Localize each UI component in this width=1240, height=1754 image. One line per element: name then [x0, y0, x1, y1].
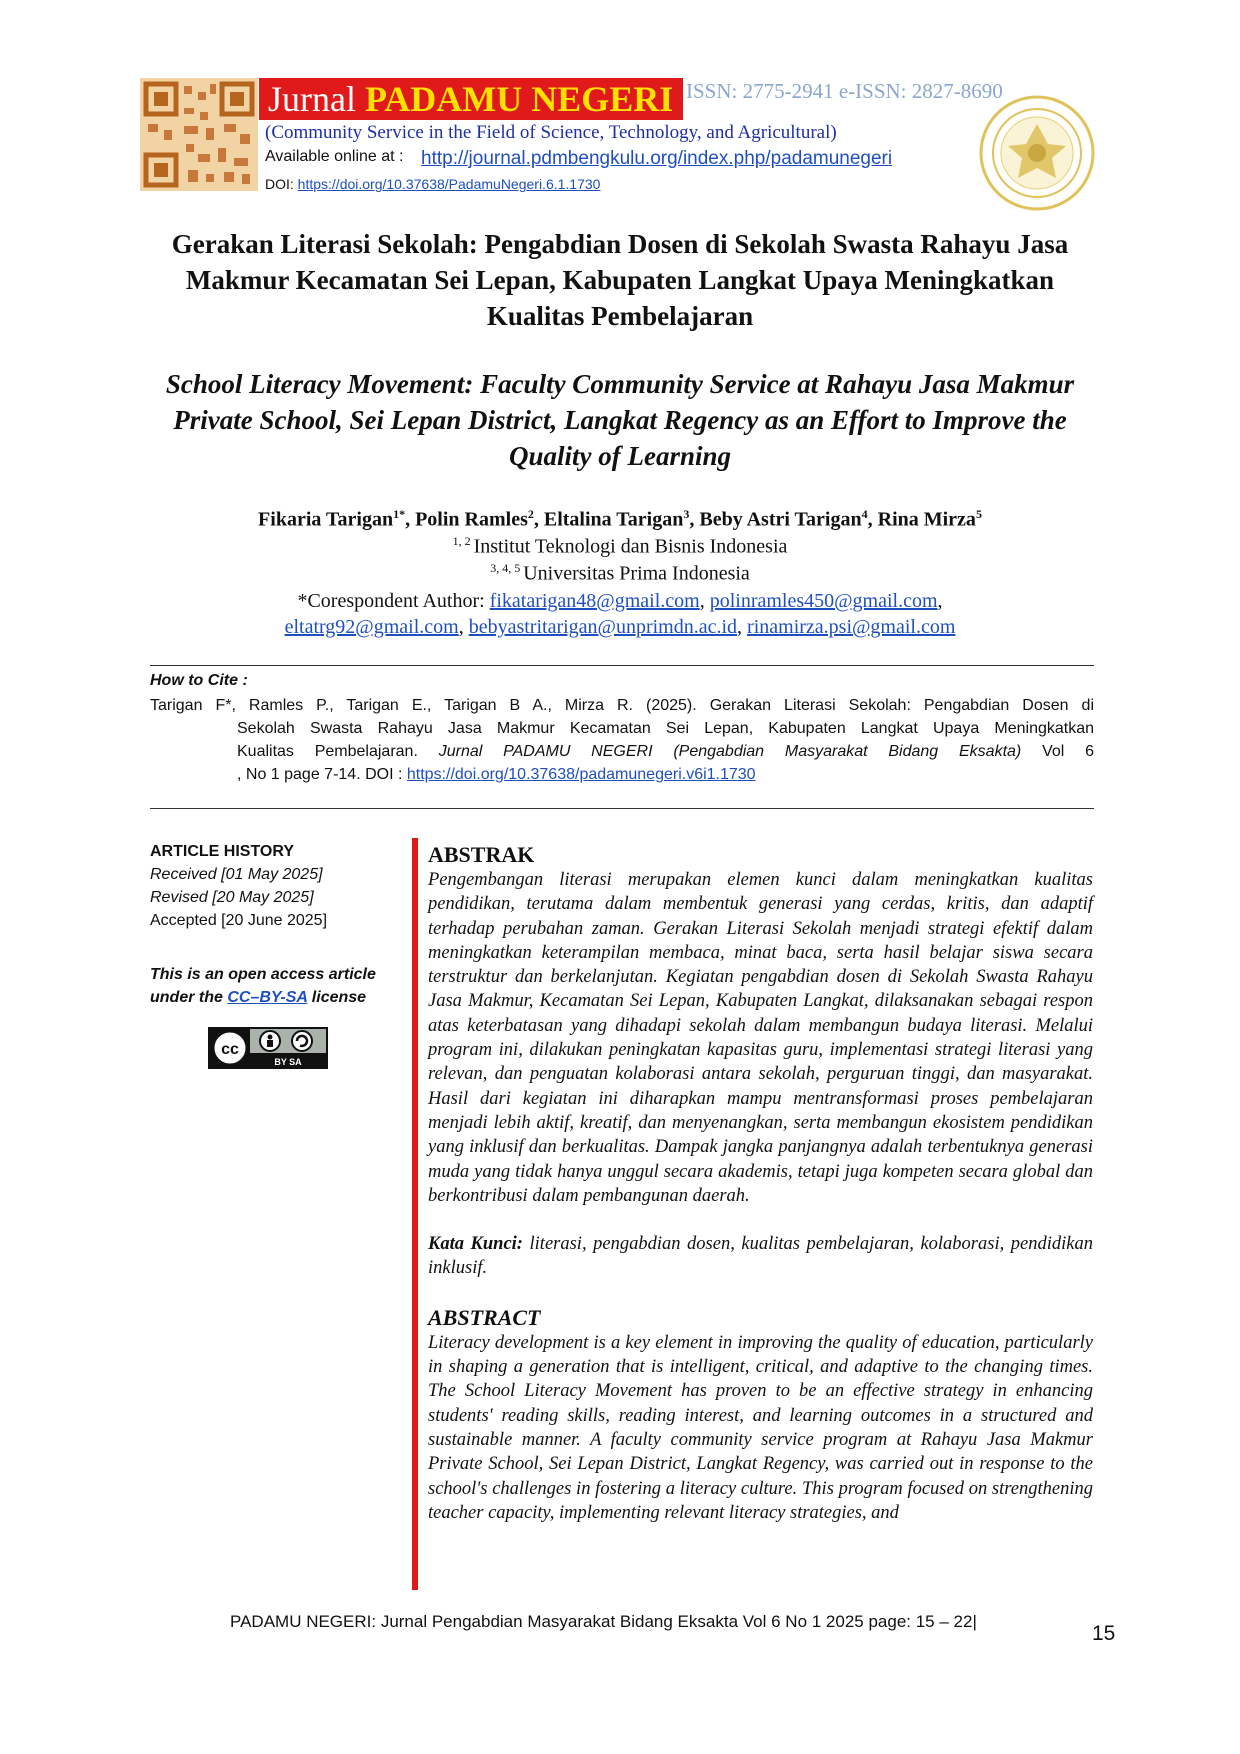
how-to-cite-heading: How to Cite : [150, 672, 248, 689]
abstract-heading: ABSTRACT [428, 1304, 541, 1330]
revised-date: Revised [20 May 2025] [150, 889, 314, 906]
journal-url-link[interactable]: http://journal.pdmbengkulu.org/index.php… [421, 148, 893, 169]
citation-text: Tarigan F*, Ramles P., Tarigan E., Tarig… [150, 697, 1095, 783]
journal-title: Jurnal PADAMU NEGERI [268, 79, 674, 119]
received-date: Received [01 May 2025] [150, 866, 323, 883]
divider [150, 665, 1094, 666]
accepted-date: Accepted [20 June 2025] [150, 912, 328, 929]
journal-title-background [259, 78, 683, 120]
author: Polin Ramles [415, 508, 528, 531]
abstrak-text: Pengembangan literasi merupakan elemen k… [428, 870, 1093, 1206]
divider [150, 808, 1094, 809]
article-history: ARTICLE HISTORY Received [01 May 2025] R… [150, 840, 327, 932]
author-list: Fikaria Tarigan1*, Polin Ramles2, Eltali… [258, 507, 982, 531]
page-footer: PADAMU NEGERI: Jurnal Pengabdian Masyara… [230, 1612, 977, 1631]
email-link[interactable]: polinramles450@gmail.com [709, 590, 938, 612]
email-link[interactable]: rinamirza.psi@gmail.com [747, 616, 956, 638]
author: Beby Astri Tarigan [699, 508, 862, 531]
affiliation-2: 3, 4, 5 Universitas Prima Indonesia [490, 561, 750, 585]
qr-code-image [140, 78, 258, 191]
author: Rina Mirza [877, 508, 976, 531]
svg-text:BY SA: BY SA [274, 1057, 302, 1067]
open-access-note: This is an open access article under the… [150, 966, 376, 1006]
paper-title-english: School Literacy Movement: Faculty Commun… [165, 369, 1075, 471]
journal-subtitle: (Community Service in the Field of Scien… [265, 122, 837, 143]
correspondent-line-2: eltatrg92@gmail.com, bebyastritarigan@un… [284, 616, 956, 638]
license-link[interactable]: CC–BY-SA [227, 989, 308, 1006]
correspondent-line-1: *Corespondent Author: fikatarigan48@gmai… [297, 590, 943, 612]
email-link[interactable]: eltatrg92@gmail.com [284, 616, 459, 638]
university-seal-logo [978, 94, 1096, 212]
available-online-label: Available online at : [265, 148, 404, 165]
keywords-indonesian: Kata Kunci: literasi, pengabdian dosen, … [428, 1234, 1093, 1279]
affiliation-1: 1, 2 Institut Teknologi dan Bisnis Indon… [452, 534, 788, 558]
svg-text:cc: cc [221, 1041, 239, 1058]
paper-title-indonesian: Gerakan Literasi Sekolah: Pengabdian Dos… [171, 229, 1069, 331]
author: Eltalina Tarigan [543, 508, 684, 531]
abstract-text: Literacy development is a key element in… [428, 1332, 1093, 1523]
author: Fikaria Tarigan [258, 508, 394, 531]
email-link[interactable]: fikatarigan48@gmail.com [489, 590, 700, 612]
abstract-accent-bar [412, 838, 418, 1590]
page-number: 15 [1092, 1622, 1116, 1645]
email-link[interactable]: bebyastritarigan@unprimdn.ac.id [468, 616, 738, 638]
issn-text: ISSN: 2775-2941 e-ISSN: 2827-8690 [686, 79, 1003, 103]
abstrak-heading: ABSTRAK [428, 842, 535, 867]
article-history-heading: ARTICLE HISTORY [150, 843, 295, 860]
cc-by-sa-badge-icon: cc BY SA [208, 1027, 328, 1069]
doi-line: DOI: https://doi.org/10.37638/PadamuNege… [265, 176, 601, 192]
doi-link[interactable]: https://doi.org/10.37638/PadamuNegeri.6.… [297, 176, 601, 192]
abstrak-section: ABSTRAK Pengembangan literasi merupakan … [428, 842, 1093, 1525]
citation-doi-link[interactable]: https://doi.org/10.37638/padamunegeri.v6… [406, 766, 756, 783]
